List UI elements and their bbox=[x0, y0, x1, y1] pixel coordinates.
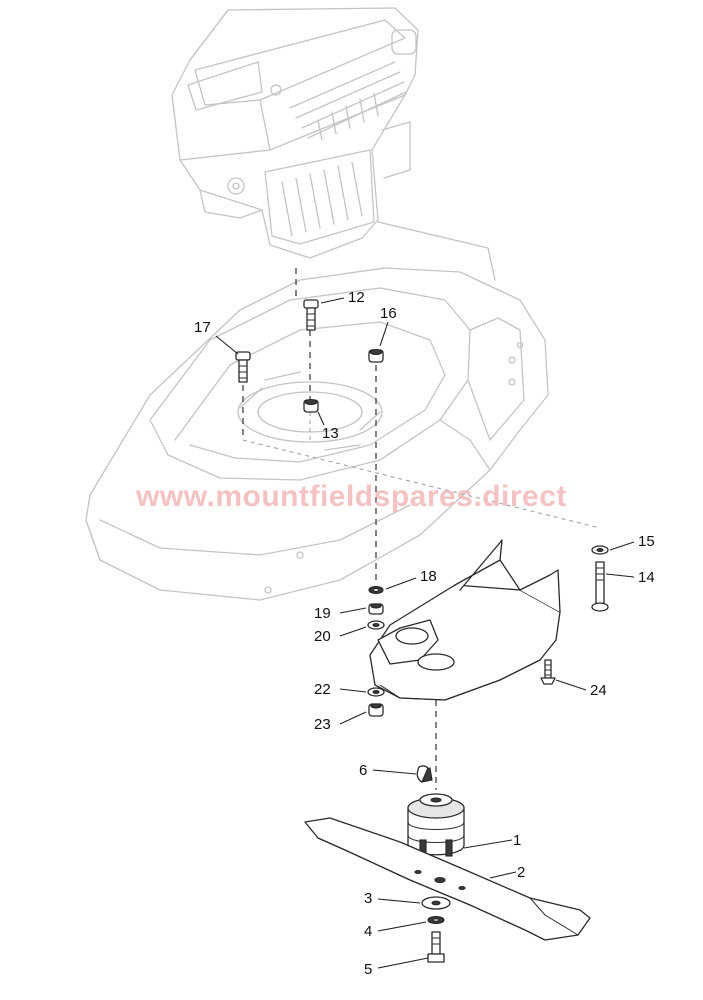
callout-5: 5 bbox=[364, 961, 372, 978]
part-22-washer bbox=[367, 687, 385, 697]
callout-22: 22 bbox=[314, 681, 331, 698]
engine-ghost bbox=[171, 7, 419, 259]
part-2-blade bbox=[304, 817, 591, 941]
part-15-washer bbox=[591, 545, 609, 555]
part-20-washer bbox=[367, 620, 385, 630]
part-16-nut bbox=[368, 348, 384, 363]
callout-15: 15 bbox=[638, 533, 655, 550]
part-23-nut bbox=[368, 703, 384, 717]
callout-23: 23 bbox=[314, 716, 331, 733]
part-24-screw bbox=[540, 659, 556, 685]
part-17-bolt bbox=[235, 351, 251, 383]
callout-6: 6 bbox=[359, 762, 367, 779]
part-18-spring-washer bbox=[368, 585, 384, 595]
part-5-bolt bbox=[427, 931, 445, 963]
callout-2: 2 bbox=[517, 864, 525, 881]
callout-16: 16 bbox=[380, 305, 397, 322]
callout-4: 4 bbox=[364, 923, 372, 940]
part-12-bolt bbox=[303, 299, 319, 331]
part-baffle bbox=[369, 539, 561, 701]
part-13-nut bbox=[303, 398, 319, 413]
assembly-lines bbox=[242, 268, 601, 790]
callout-18: 18 bbox=[420, 568, 437, 585]
callout-20: 20 bbox=[314, 628, 331, 645]
callout-1: 1 bbox=[513, 832, 521, 849]
leader-lines bbox=[215, 297, 635, 969]
callout-3: 3 bbox=[364, 890, 372, 907]
part-19-nut bbox=[368, 603, 384, 615]
callout-13: 13 bbox=[322, 425, 339, 442]
part-14-bolt bbox=[591, 561, 609, 612]
callout-24: 24 bbox=[590, 682, 607, 699]
callout-14: 14 bbox=[638, 569, 655, 586]
callout-19: 19 bbox=[314, 605, 331, 622]
part-4-washer bbox=[427, 915, 445, 925]
part-1-blade-boss bbox=[407, 793, 465, 857]
part-3-washer bbox=[421, 896, 451, 910]
callout-labels: 1 2 3 4 5 6 12 13 14 15 16 17 18 19 20 2… bbox=[194, 289, 655, 978]
callout-17: 17 bbox=[194, 319, 211, 336]
part-6-key bbox=[416, 765, 433, 783]
callout-12: 12 bbox=[348, 289, 365, 306]
